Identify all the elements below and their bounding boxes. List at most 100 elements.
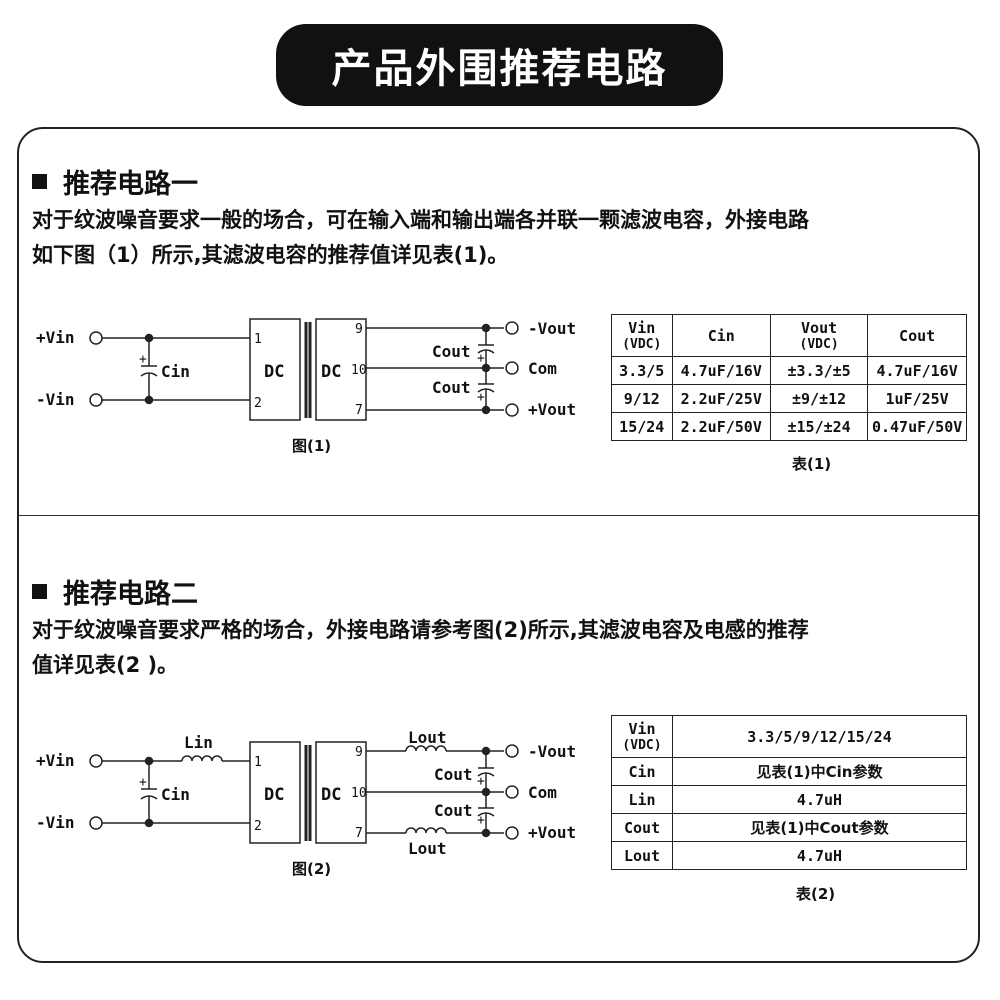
pin7-label-2: 7 <box>355 826 363 841</box>
table-row: 15/24 2.2uF/50V ±15/±24 0.47uF/50V <box>611 412 967 441</box>
dc-input-label-2: DC <box>264 785 284 805</box>
table-cell: 4.7uH <box>672 841 967 870</box>
table1: Vin(VDC) Cin Vout(VDC) Cout 3.3/5 4.7uF/… <box>611 314 967 441</box>
table-row: Lin 4.7uH <box>611 785 967 814</box>
section2-heading: 推荐电路二 <box>32 572 198 611</box>
com-label: Com <box>528 359 557 378</box>
section1-heading-text: 推荐电路一 <box>63 169 198 200</box>
table1-caption: 表(1) <box>792 455 832 473</box>
dc-input-label: DC <box>264 362 284 382</box>
table1-header-cell: Cout <box>867 314 967 357</box>
table-row: Vin(VDC) 3.3/5/9/12/15/24 <box>611 715 967 758</box>
square-bullet-icon <box>32 584 47 599</box>
table-row: 9/12 2.2uF/25V ±9/±12 1uF/25V <box>611 384 967 413</box>
cout-lower-plus-2: + <box>477 813 485 828</box>
table-row: Lout 4.7uH <box>611 841 967 870</box>
vout-neg-label-2: -Vout <box>528 742 576 761</box>
cout-upper-plus: + <box>477 351 485 366</box>
circuit-1-labels: +Vin -Vin + Cin 1 2 DC DC 9 10 7 Cout Co… <box>36 319 576 419</box>
section1-line2: 如下图（1）所示,其滤波电容的推荐值详见表(1)。 <box>32 243 509 267</box>
cout-lower-plus: + <box>477 390 485 405</box>
cin-label: Cin <box>161 362 190 381</box>
pin1-label-2: 1 <box>254 755 262 770</box>
table1-header-cell: Cin <box>671 314 771 357</box>
table-cell: ±9/±12 <box>769 384 869 413</box>
table-cell: ±15/±24 <box>769 412 869 441</box>
lout-upper-label: Lout <box>408 728 447 747</box>
cout-upper-label-2: Cout <box>434 765 473 784</box>
section2-line1: 对于纹波噪音要求严格的场合，外接电路请参考图(2)所示,其滤波电容及电感的推荐 <box>32 618 809 642</box>
section2-line2: 值详见表(2 )。 <box>32 653 179 677</box>
vout-pos-label-2: +Vout <box>528 823 576 842</box>
table-cell: 2.2uF/50V <box>671 412 771 441</box>
table-cell: 4.7uF/16V <box>867 356 967 385</box>
table-cell: 见表(1)中Cout参数 <box>672 813 967 842</box>
pin2-label: 2 <box>254 396 262 411</box>
pin2-label-2: 2 <box>254 819 262 834</box>
pin1-label: 1 <box>254 332 262 347</box>
dc-output-label-2: DC <box>321 785 341 805</box>
table-cell: 3.3/5/9/12/15/24 <box>672 715 967 758</box>
vin-pos-label: +Vin <box>36 328 75 347</box>
pin7-label: 7 <box>355 403 363 418</box>
cout-upper-label: Cout <box>432 342 471 361</box>
cout-lower-label-2: Cout <box>434 801 473 820</box>
cin-label-2: Cin <box>161 785 190 804</box>
pin10-label: 10 <box>351 363 367 378</box>
section-divider <box>19 515 978 516</box>
figure2-caption: 图(2) <box>292 860 332 878</box>
table-cell: 15/24 <box>611 412 673 441</box>
dc-output-label: DC <box>321 362 341 382</box>
table-cell: Vin(VDC) <box>611 715 673 758</box>
table1-header-row: Vin(VDC) Cin Vout(VDC) Cout <box>611 314 967 357</box>
lout-lower-label: Lout <box>408 839 447 858</box>
table-cell: 1uF/25V <box>867 384 967 413</box>
table-cell: ±3.3/±5 <box>769 356 869 385</box>
vout-pos-label: +Vout <box>528 400 576 419</box>
table1-header-cell: Vin(VDC) <box>611 314 673 357</box>
vout-neg-label: -Vout <box>528 319 576 338</box>
table-row: 3.3/5 4.7uF/16V ±3.3/±5 4.7uF/16V <box>611 356 967 385</box>
table2: Vin(VDC) 3.3/5/9/12/15/24 Cin 见表(1)中Cin参… <box>611 715 967 870</box>
pin9-label: 9 <box>355 322 363 337</box>
table-cell: 2.2uF/25V <box>671 384 771 413</box>
table2-caption: 表(2) <box>796 885 836 903</box>
section1-line1: 对于纹波噪音要求一般的场合，可在输入端和输出端各并联一颗滤波电容，外接电路 <box>32 208 809 232</box>
table-cell: 0.47uF/50V <box>867 412 967 441</box>
circuit-2 <box>89 741 519 844</box>
section1-description: 对于纹波噪音要求一般的场合，可在输入端和输出端各并联一颗滤波电容，外接电路 如下… <box>32 203 982 273</box>
vin-neg-label: -Vin <box>36 390 75 409</box>
section1-heading: 推荐电路一 <box>32 162 198 201</box>
table-cell: Cout <box>611 813 673 842</box>
table-cell: Lin <box>611 785 673 814</box>
cout-lower-label: Cout <box>432 378 471 397</box>
circuit-1 <box>89 318 519 421</box>
figure1-caption: 图(1) <box>292 437 332 455</box>
section2-description: 对于纹波噪音要求严格的场合，外接电路请参考图(2)所示,其滤波电容及电感的推荐 … <box>32 613 982 683</box>
table-row: Cout 见表(1)中Cout参数 <box>611 813 967 842</box>
table-cell: Cin <box>611 757 673 786</box>
page-title: 产品外围推荐电路 <box>276 24 723 106</box>
com-label-2: Com <box>528 783 557 802</box>
circuit-2-labels: +Vin -Vin Lin + Cin 1 2 DC DC 9 10 7 Lou… <box>36 728 576 858</box>
cout-upper-plus-2: + <box>477 774 485 789</box>
table-cell: 4.7uH <box>672 785 967 814</box>
vin-neg-label-2: -Vin <box>36 813 75 832</box>
cin-plus-sign: + <box>139 352 147 367</box>
content-panel <box>17 127 980 963</box>
lin-label: Lin <box>184 733 213 752</box>
cin-plus-sign-2: + <box>139 775 147 790</box>
vin-pos-label-2: +Vin <box>36 751 75 770</box>
section2-heading-text: 推荐电路二 <box>63 579 198 610</box>
square-bullet-icon <box>32 174 47 189</box>
table-cell: 4.7uF/16V <box>671 356 771 385</box>
table-cell: Lout <box>611 841 673 870</box>
pin10-label-2: 10 <box>351 786 367 801</box>
pin9-label-2: 9 <box>355 745 363 760</box>
table-row: Cin 见表(1)中Cin参数 <box>611 757 967 786</box>
table-cell: 见表(1)中Cin参数 <box>672 757 967 786</box>
table1-header-cell: Vout(VDC) <box>769 314 869 357</box>
table-cell: 3.3/5 <box>611 356 673 385</box>
table-cell: 9/12 <box>611 384 673 413</box>
